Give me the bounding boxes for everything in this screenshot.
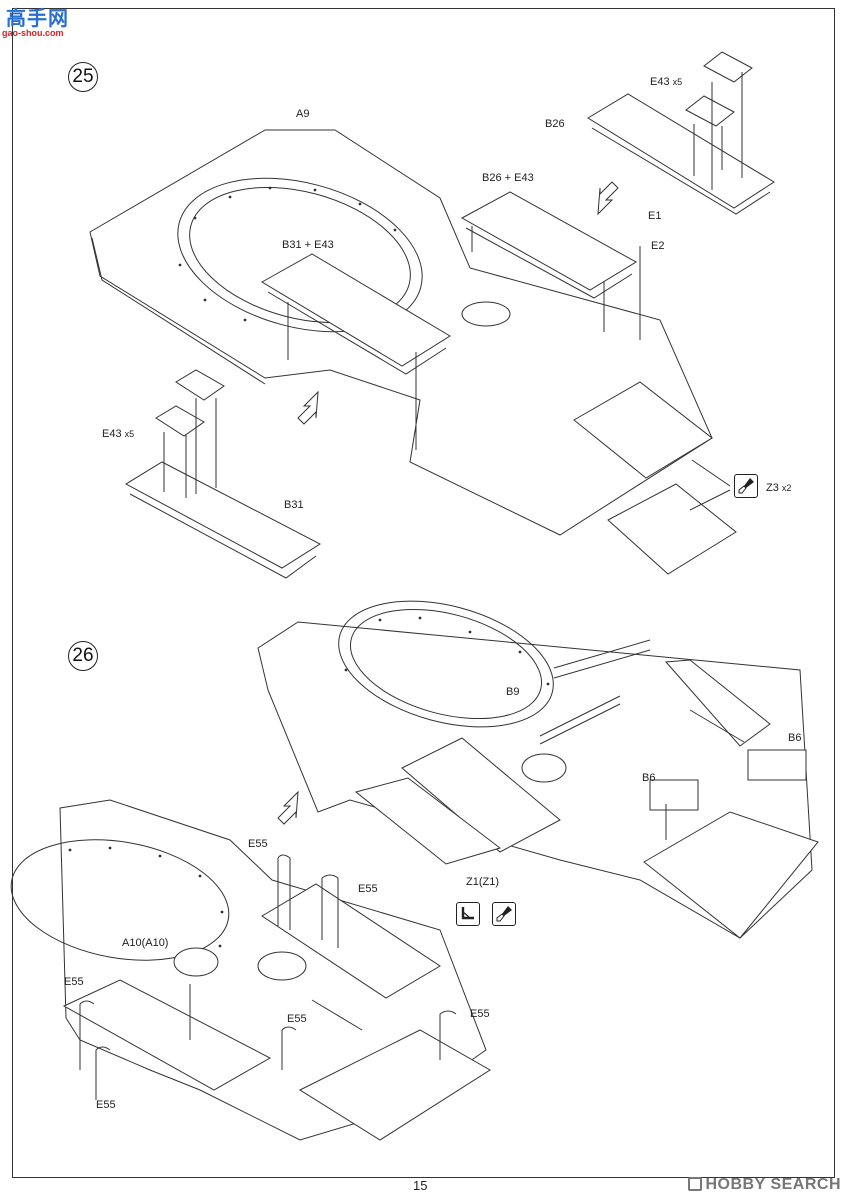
grille-lower	[298, 1029, 491, 1141]
grille-upper	[664, 659, 771, 747]
label-a10: A10(A10)	[122, 937, 169, 949]
arrow-down-left	[597, 181, 619, 216]
label-b31: B31	[284, 499, 304, 511]
watermark-url: gao-shou.com	[2, 28, 64, 38]
label-b31-e43: B31 + E43	[282, 239, 334, 251]
page-border	[12, 8, 835, 1178]
label-a9: A9	[296, 108, 310, 120]
label-e2: E2	[651, 240, 665, 252]
label-z1: Z1(Z1)	[466, 876, 499, 888]
step-number-25: 25	[68, 62, 98, 92]
label-e55-3: E55	[64, 976, 84, 988]
hatch-a10	[173, 947, 219, 977]
bin-b31-e43	[261, 253, 451, 367]
label-e55-6: E55	[96, 1099, 116, 1111]
label-b6-right: B6	[788, 732, 802, 744]
label-e55-4: E55	[287, 1013, 307, 1025]
brush-icon	[734, 474, 758, 498]
label-e43-left: E43 x5	[102, 428, 135, 440]
bin-b26-e43	[460, 191, 637, 291]
step-number-26: 26	[68, 641, 98, 671]
arrow-up-right	[297, 390, 319, 425]
box-b6-right	[747, 749, 807, 781]
hatch-ring	[461, 301, 511, 327]
label-z3: Z3 x2	[766, 482, 792, 494]
label-e55-2: E55	[358, 883, 378, 895]
grille-top	[573, 381, 713, 479]
label-b6-mid: B6	[642, 772, 656, 784]
grille-right	[643, 811, 819, 939]
watermark-brand: 高手网	[6, 6, 69, 30]
label-e55-1: E55	[248, 838, 268, 850]
grille-left	[354, 777, 502, 865]
brush-icon-2	[492, 902, 516, 926]
watermark-hobbysearch: HOBBY SEARCH	[687, 1176, 842, 1194]
label-b26: B26	[545, 118, 565, 130]
page-number: 15	[413, 1178, 428, 1193]
arrow-up-right-2	[277, 790, 299, 825]
label-e1: E1	[648, 210, 662, 222]
label-b9: B9	[506, 686, 520, 698]
bin-b26	[587, 93, 775, 209]
grille-z3	[607, 483, 737, 575]
box-b6-mid	[649, 779, 699, 811]
bin-b31	[124, 461, 322, 569]
label-e43-top: E43 x5	[650, 76, 683, 88]
bin-lower-left	[62, 979, 272, 1091]
bin-lower	[261, 883, 441, 999]
turret-ring	[177, 177, 423, 333]
cement-icon	[456, 902, 480, 926]
label-e55-5: E55	[470, 1008, 490, 1020]
watermark-logo: 高手网 gao-shou.com	[2, 2, 82, 44]
label-b26-e43: B26 + E43	[482, 172, 534, 184]
hobbysearch-logo-icon	[687, 1177, 702, 1191]
